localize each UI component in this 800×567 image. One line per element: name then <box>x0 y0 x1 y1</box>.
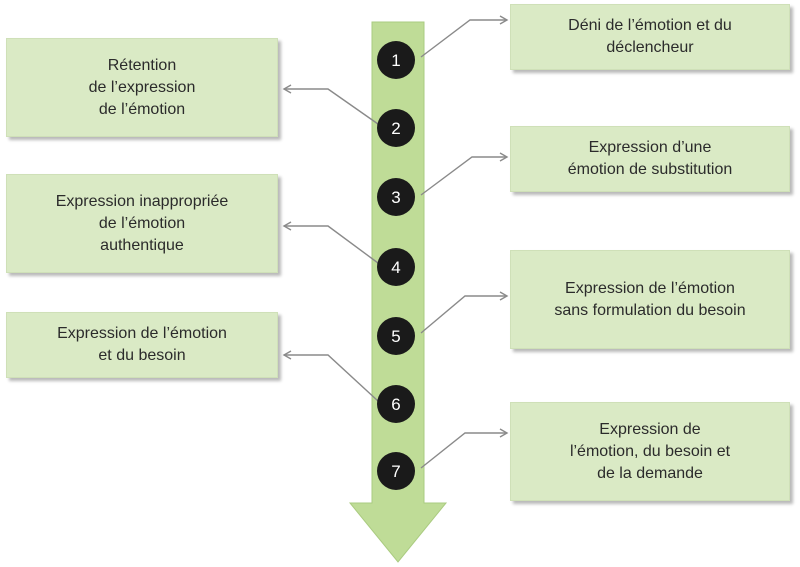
step-marker-6: 6 <box>377 385 415 423</box>
step-number-2: 2 <box>391 119 400 138</box>
step-label-6: Expression de l’émotion et du besoin <box>57 325 227 364</box>
step-number-6: 6 <box>391 395 400 414</box>
step-marker-3: 3 <box>377 178 415 216</box>
step-marker-7: 7 <box>377 452 415 490</box>
step-number-1: 1 <box>391 51 400 70</box>
connector-4 <box>282 221 379 264</box>
step-box-1: Déni de l’émotion et du déclencheur <box>510 4 790 70</box>
step-marker-5: 5 <box>377 317 415 355</box>
connector-3 <box>420 152 509 196</box>
step-number-5: 5 <box>391 327 400 346</box>
step-box-7: Expression de l’émotion, du besoin et de… <box>510 402 790 501</box>
step-number-7: 7 <box>391 462 400 481</box>
step-label-4: Expression inappropriée de l’émotion aut… <box>55 192 229 254</box>
step-label-7: Expression de l’émotion, du besoin et de… <box>569 420 731 482</box>
progression-arrow <box>348 21 448 563</box>
step-box-4: Expression inappropriée de l’émotion aut… <box>6 174 278 273</box>
step-box-5: Expression de l’émotion sans formulation… <box>510 250 790 349</box>
step-box-3: Expression d’une émotion de substitution <box>510 126 790 192</box>
step-label-5: Expression de l’émotion sans formulation… <box>554 279 746 319</box>
connector-7 <box>420 428 509 469</box>
connector-1 <box>420 15 509 58</box>
connector-2 <box>282 84 379 125</box>
step-marker-4: 4 <box>377 248 415 286</box>
step-label-1: Déni de l’émotion et du déclencheur <box>568 17 732 56</box>
step-box-6: Expression de l’émotion et du besoin <box>6 312 278 378</box>
step-number-4: 4 <box>391 258 400 277</box>
step-box-2: Rétention de l’expression de l’émotion <box>6 38 278 137</box>
step-marker-1: 1 <box>377 41 415 79</box>
step-label-3: Expression d’une émotion de substitution <box>567 139 733 178</box>
step-marker-2: 2 <box>377 109 415 147</box>
connector-6 <box>282 350 379 402</box>
connector-5 <box>420 291 509 334</box>
step-label-2: Rétention de l’expression de l’émotion <box>88 56 196 118</box>
step-number-3: 3 <box>391 188 400 207</box>
